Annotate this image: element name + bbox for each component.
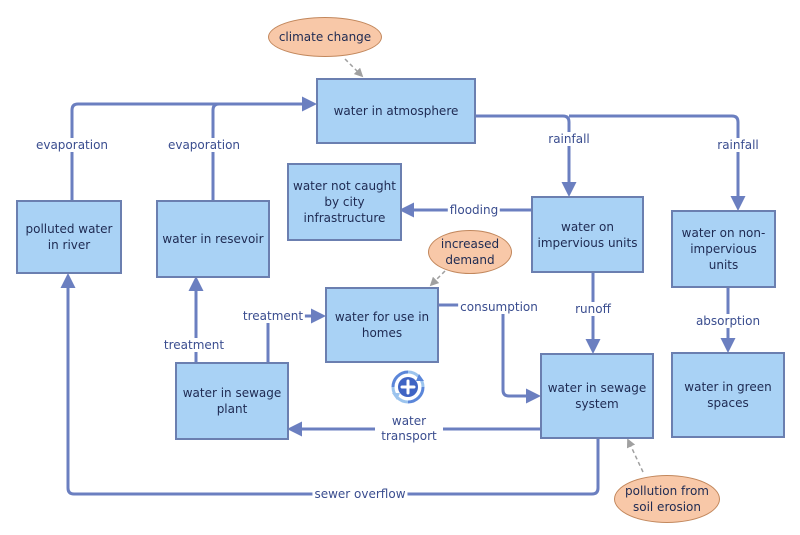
node-water-on-non-impervious-units[interactable]: water on non-impervious units <box>671 210 776 288</box>
node-water-not-caught[interactable]: water not caught by city infrastructure <box>287 163 402 241</box>
edge-label-rainfall-non-impervious: rainfall <box>715 138 761 152</box>
node-water-on-impervious-units[interactable]: water on impervious units <box>531 196 644 273</box>
dashed-climate-change <box>344 58 364 78</box>
node-water-in-green-spaces[interactable]: water in green spaces <box>671 352 785 438</box>
recycle-plus-icon <box>391 370 425 404</box>
node-water-for-use-in-homes[interactable]: water for use in homes <box>325 287 439 363</box>
node-water-in-sewage-plant[interactable]: water in sewage plant <box>175 362 289 440</box>
factor-climate-change[interactable]: climate change <box>268 17 382 57</box>
edge-label-treatment-reservoir: treatment <box>161 338 227 352</box>
edge-label-runoff: runoff <box>573 302 613 316</box>
edge-evaporation-river <box>70 96 317 200</box>
edge-label-absorption: absorption <box>693 314 763 328</box>
node-water-in-sewage-system[interactable]: water in sewage system <box>540 353 654 439</box>
edge-label-evaporation-river: evaporation <box>33 138 111 152</box>
dashed-pollution <box>626 438 644 473</box>
edge-label-evaporation-reservoir: evaporation <box>165 138 243 152</box>
edge-label-flooding: flooding <box>447 203 501 217</box>
node-polluted-water-in-river[interactable]: polluted water in river <box>16 200 122 274</box>
edge-label-treatment-homes: treatment <box>240 309 306 323</box>
node-water-in-atmosphere[interactable]: water in atmosphere <box>316 78 476 144</box>
factor-pollution-from-soil-erosion[interactable]: pollution from soil erosion <box>614 475 720 523</box>
edge-label-consumption: consumption <box>458 300 540 314</box>
factor-increased-demand[interactable]: increased demand <box>428 230 512 274</box>
edge-consumption <box>439 303 541 404</box>
dashed-increased-demand <box>429 270 446 287</box>
edge-label-water-transport: water transport <box>375 414 443 444</box>
edge-rainfall-non-impervious <box>569 114 746 211</box>
node-water-in-reservoir[interactable]: water in resevoir <box>156 200 270 278</box>
edge-label-rainfall-impervious: rainfall <box>546 132 592 146</box>
edge-evaporation-reservoir <box>211 102 220 200</box>
edge-label-sewer-overflow: sewer overflow <box>312 487 408 501</box>
edge-rainfall-impervious <box>476 114 577 197</box>
